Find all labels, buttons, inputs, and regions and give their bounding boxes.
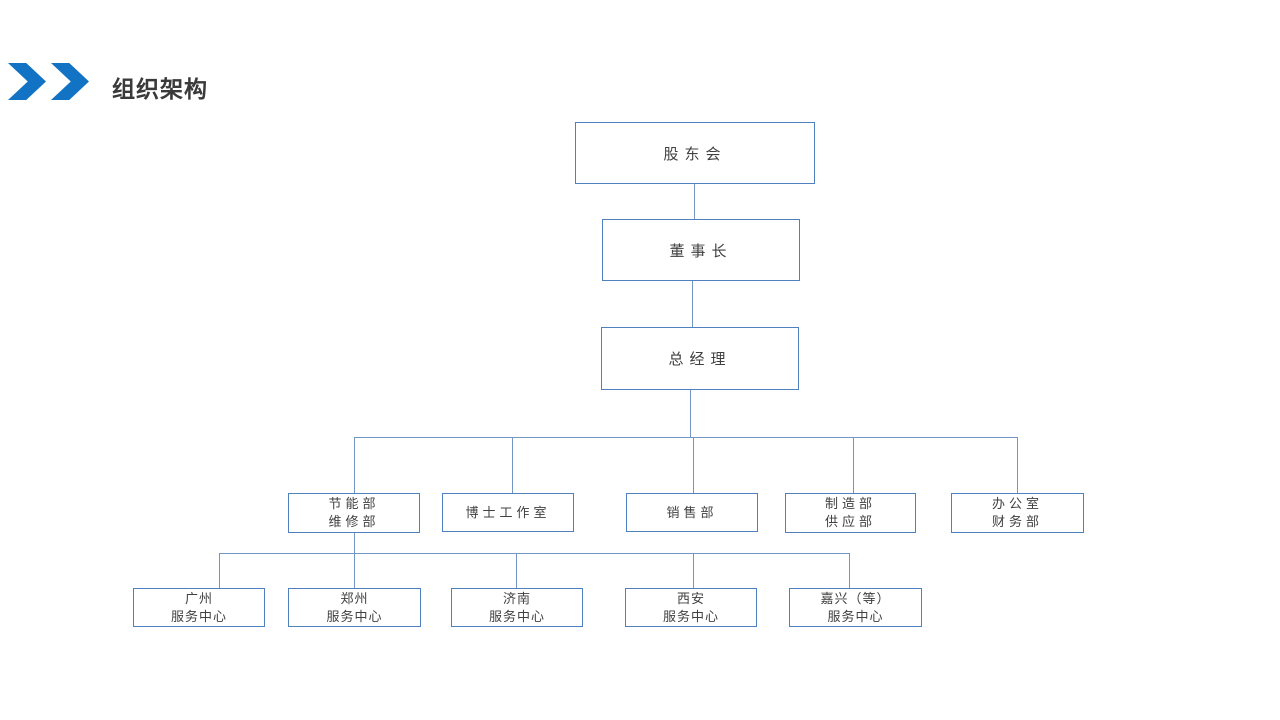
connector-line bbox=[219, 553, 220, 588]
org-node-label: 博士工作室 bbox=[465, 504, 551, 520]
org-node-label: 股东会 bbox=[663, 145, 727, 163]
connector-line bbox=[219, 553, 849, 554]
connector-line bbox=[692, 281, 693, 327]
connector-line bbox=[516, 553, 517, 588]
org-node-label: 郑州 bbox=[340, 590, 369, 606]
org-node-office-finance: 办公室 财务部 bbox=[951, 493, 1084, 533]
connector-line bbox=[849, 553, 850, 588]
org-node-guangzhou-center: 广州 服务中心 bbox=[133, 588, 265, 627]
org-node-label: 嘉兴（等） bbox=[820, 590, 891, 606]
connector-line bbox=[354, 437, 355, 493]
connector-line bbox=[354, 437, 1017, 438]
org-node-label: 销售部 bbox=[666, 504, 718, 520]
org-node-label: 办公室 bbox=[991, 496, 1043, 511]
org-node-label: 西安 bbox=[676, 590, 705, 606]
connector-line bbox=[690, 390, 691, 437]
page-title: 组织架构 bbox=[112, 76, 208, 102]
org-node-label: 服务中心 bbox=[662, 608, 719, 624]
connector-line bbox=[354, 533, 355, 553]
org-node-general-manager: 总经理 bbox=[601, 327, 799, 390]
org-node-label: 节能部 bbox=[328, 496, 380, 511]
org-node-label: 服务中心 bbox=[326, 608, 383, 624]
org-node-label: 济南 bbox=[502, 590, 531, 606]
connector-line bbox=[693, 437, 694, 493]
connector-line bbox=[693, 553, 694, 588]
org-node-label: 财务部 bbox=[991, 514, 1043, 529]
org-node-label: 总经理 bbox=[668, 351, 732, 368]
org-node-sales: 销售部 bbox=[626, 493, 758, 532]
org-node-zhengzhou-center: 郑州 服务中心 bbox=[288, 588, 421, 627]
connector-line bbox=[694, 184, 695, 219]
org-node-label: 董事长 bbox=[669, 242, 733, 260]
org-node-manufacturing-supply: 制造部 供应部 bbox=[785, 493, 916, 533]
org-node-label: 制造部 bbox=[824, 496, 876, 511]
org-node-label: 服务中心 bbox=[170, 608, 227, 624]
connector-line bbox=[354, 553, 355, 588]
connector-line bbox=[512, 437, 513, 493]
org-node-label: 服务中心 bbox=[827, 608, 884, 624]
chevron-right-icon bbox=[8, 63, 46, 100]
chevron-right-icon bbox=[51, 63, 89, 100]
org-node-doctor-studio: 博士工作室 bbox=[442, 493, 574, 532]
org-node-label: 广州 bbox=[184, 590, 213, 606]
connector-line bbox=[853, 437, 854, 493]
org-node-label: 供应部 bbox=[824, 514, 876, 529]
org-node-energy-maintenance: 节能部 维修部 bbox=[288, 493, 420, 533]
connector-line bbox=[1017, 437, 1018, 493]
org-node-label: 服务中心 bbox=[488, 608, 545, 624]
org-node-chairman: 董事长 bbox=[602, 219, 800, 281]
org-node-jinan-center: 济南 服务中心 bbox=[451, 588, 583, 627]
org-node-label: 维修部 bbox=[328, 514, 380, 529]
org-node-xian-center: 西安 服务中心 bbox=[625, 588, 757, 627]
org-node-shareholders: 股东会 bbox=[575, 122, 815, 184]
org-node-jiaxing-center: 嘉兴（等） 服务中心 bbox=[789, 588, 922, 627]
